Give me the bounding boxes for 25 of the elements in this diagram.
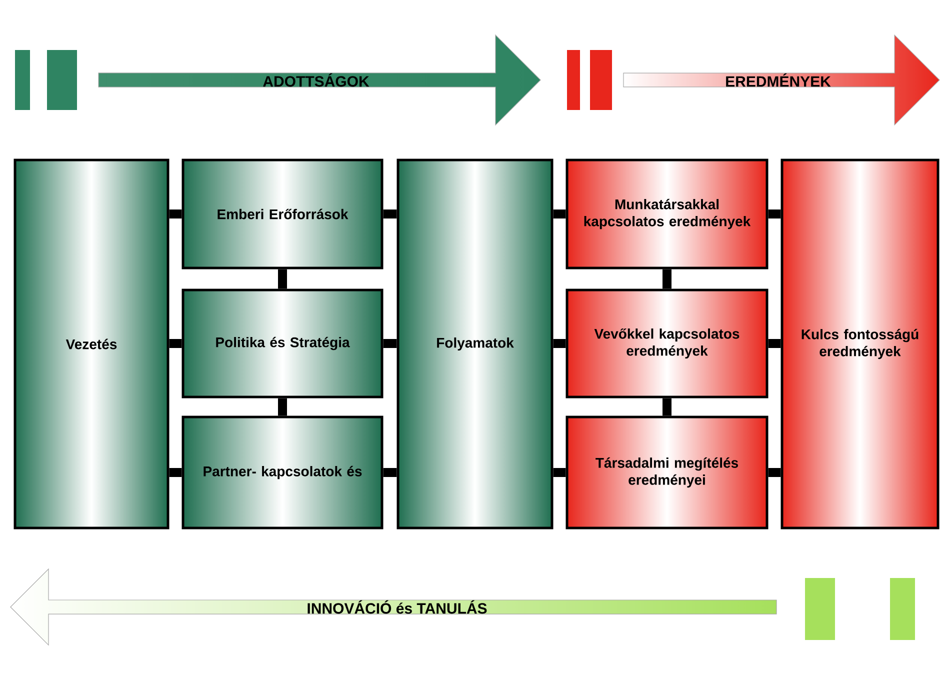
criteria-box: Munkatársakkal kapcsolatos eredmények (566, 158, 768, 270)
connector-bar (662, 269, 672, 289)
connector-bar (553, 468, 566, 477)
criteria-box: Vevőkkel kapcsolatos eredmények (566, 288, 768, 398)
criteria-box: Partner- kapcsolatok és (182, 416, 384, 530)
connector-bar (169, 210, 182, 218)
criteria-box: Kulcs fontosságú eredmények (780, 158, 940, 530)
connector-bar (553, 210, 566, 218)
connector-bar (383, 210, 397, 218)
connector-bar (768, 210, 781, 218)
criteria-box: Társadalmi megítélés eredményei (566, 416, 768, 530)
connector-bar (768, 339, 781, 348)
criteria-box: Vezetés (14, 158, 170, 530)
connector-bar (383, 339, 397, 348)
connector-bar (553, 339, 566, 348)
connector-bar (768, 468, 781, 477)
connector-bar (662, 398, 672, 416)
connector-bar (169, 339, 182, 348)
criteria-box: Folyamatok (396, 158, 554, 530)
connector-bar (169, 468, 182, 477)
criteria-box: Politika és Stratégia (182, 288, 384, 398)
connector-bar (383, 468, 397, 477)
connector-bar (278, 269, 287, 289)
criteria-box: Emberi Erőforrások (182, 158, 384, 270)
connector-bar (278, 398, 287, 416)
